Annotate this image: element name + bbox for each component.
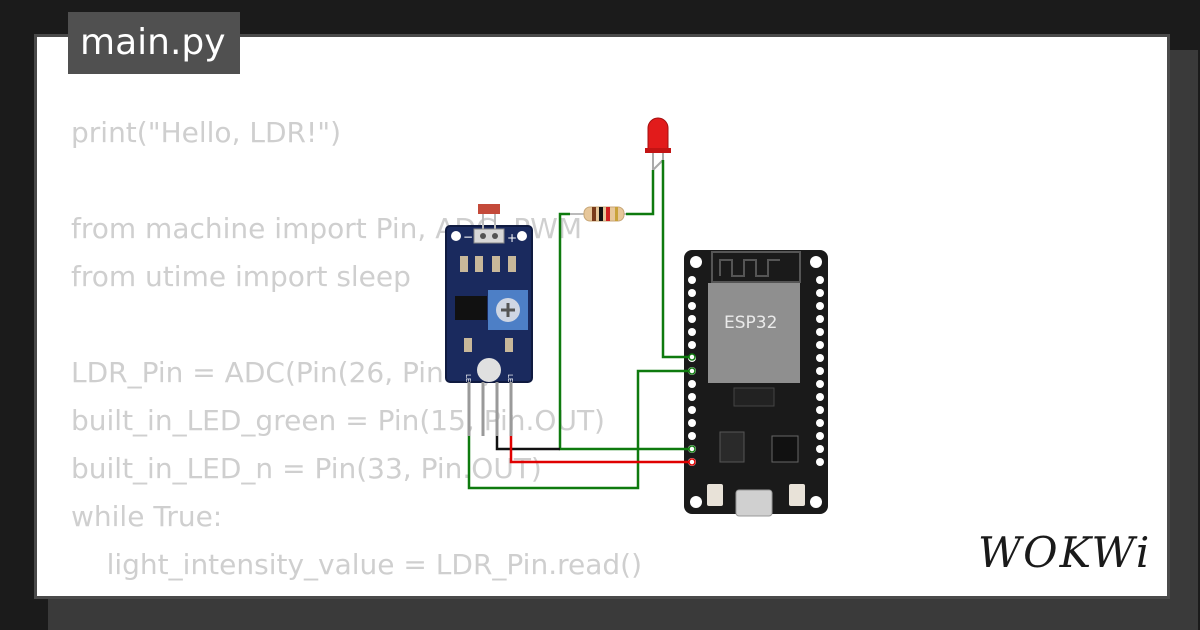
pin-row-right (816, 276, 824, 466)
wires (467, 160, 692, 490)
wire-led-resistor (626, 170, 655, 216)
regulator (719, 431, 745, 463)
mount-hole (517, 231, 527, 241)
code-preview: print("Hello, LDR!")from machine import … (71, 109, 643, 596)
usb-chip (771, 435, 799, 463)
code-line: built_in_LED_green = Pin(15, Pin.OUT) (71, 404, 605, 437)
resistor[interactable] (570, 206, 626, 222)
comparator-chip (455, 296, 487, 320)
photoresistor (478, 204, 500, 214)
esp32-board[interactable]: ESP32 (684, 250, 828, 517)
project-card: print("Hello, LDR!")from machine import … (34, 34, 1170, 599)
wire-vcc (509, 436, 692, 464)
code-line: while True: (71, 500, 223, 533)
wire-ao (467, 369, 692, 490)
ldr-sensor-module[interactable]: − + LED LED AO DO GND VCC (445, 204, 533, 436)
code-line: print("Hello, LDR!") (71, 116, 342, 149)
wire-resistor-esp32 (558, 212, 692, 451)
code-line: light_intensity_value = LDR_Pin.read() (71, 548, 643, 581)
esp32-module (708, 283, 800, 383)
mount-hole (451, 231, 461, 241)
minus-label: − (463, 230, 473, 244)
red-led[interactable] (645, 117, 671, 171)
header (473, 228, 505, 244)
plus-label: + (507, 231, 517, 245)
led-label: LED (506, 374, 514, 388)
filename-tab: main.py (68, 12, 240, 74)
reset-button[interactable] (789, 484, 805, 506)
code-line: from utime import sleep (71, 260, 411, 293)
led-label: LED (464, 374, 472, 388)
usb-port (735, 489, 773, 517)
status-led (477, 358, 501, 382)
wokwi-logo: WOKWi (978, 528, 1152, 577)
esp32-label: ESP32 (724, 313, 777, 333)
wire-gnd (495, 436, 560, 451)
wire-led-esp32 (661, 160, 692, 359)
code-line: built_in_LED_n = Pin(33, Pin.OUT) (71, 452, 542, 485)
boot-button[interactable] (707, 484, 723, 506)
